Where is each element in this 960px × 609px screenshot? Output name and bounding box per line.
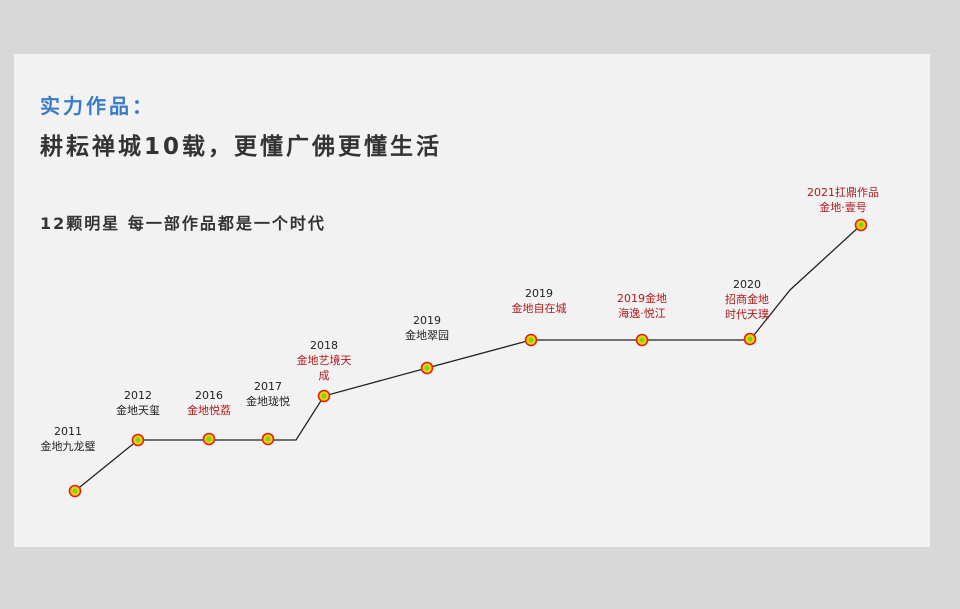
milestone-marker xyxy=(743,332,757,346)
headline: 耕耘禅城10载，更懂广佛更懂生活 xyxy=(40,134,443,160)
milestone-label-line: 2012 xyxy=(124,389,152,402)
milestone-marker xyxy=(854,218,868,232)
milestone-label-line: 金地珑悦 xyxy=(246,394,290,408)
milestone-label-line: 招商金地 xyxy=(725,292,769,306)
subtitle: 12颗明星 每一部作品都是一个时代 xyxy=(40,214,326,233)
slide-panel: 实力作品： 耕耘禅城10载，更懂广佛更懂生活 12颗明星 每一部作品都是一个时代… xyxy=(14,54,930,547)
milestone-label: 2021扛鼎作品金地·壹号 xyxy=(807,186,879,214)
milestone-label-line: 2019 xyxy=(525,287,553,300)
milestone-label-line: 2017 xyxy=(254,380,282,393)
milestone-label-line: 金地悦荔 xyxy=(187,403,231,417)
milestone-label-line: 2016 xyxy=(195,389,223,402)
milestone-marker xyxy=(261,432,275,446)
milestone-label-line: 金地天玺 xyxy=(116,403,160,417)
milestone-label-line: 成 xyxy=(319,369,330,382)
milestone-label-line: 2018 xyxy=(310,339,338,352)
milestone-marker xyxy=(317,389,331,403)
milestone-label-line: 2019 xyxy=(413,314,441,327)
milestone-marker xyxy=(635,333,649,347)
milestone-label-line: 2020 xyxy=(733,278,761,291)
milestone-label-line: 金地艺境天 xyxy=(297,353,352,367)
milestone-marker xyxy=(68,484,82,498)
milestone-label-line: 金地自在城 xyxy=(512,301,567,315)
section-title: 实力作品： xyxy=(40,94,155,118)
milestone-label-line: 海逸·悦江 xyxy=(618,306,666,320)
timeline-line xyxy=(74,224,862,492)
milestone-marker xyxy=(131,433,145,447)
milestone-label-line: 2019金地 xyxy=(617,291,667,305)
milestone-marker xyxy=(202,432,216,446)
milestone-label-line: 金地九龙璧 xyxy=(41,439,96,453)
milestone-marker xyxy=(420,361,434,375)
milestone-label: 2019金地海逸·悦江 xyxy=(617,291,667,320)
milestone-label-line: 金地·壹号 xyxy=(819,200,867,214)
milestone-label-line: 2011 xyxy=(54,425,82,438)
milestone-label-line: 时代天璞 xyxy=(725,308,769,321)
milestone-label-line: 金地翠园 xyxy=(405,328,449,342)
milestone-label-line: 2021扛鼎作品 xyxy=(807,186,879,199)
milestone-marker xyxy=(524,333,538,347)
